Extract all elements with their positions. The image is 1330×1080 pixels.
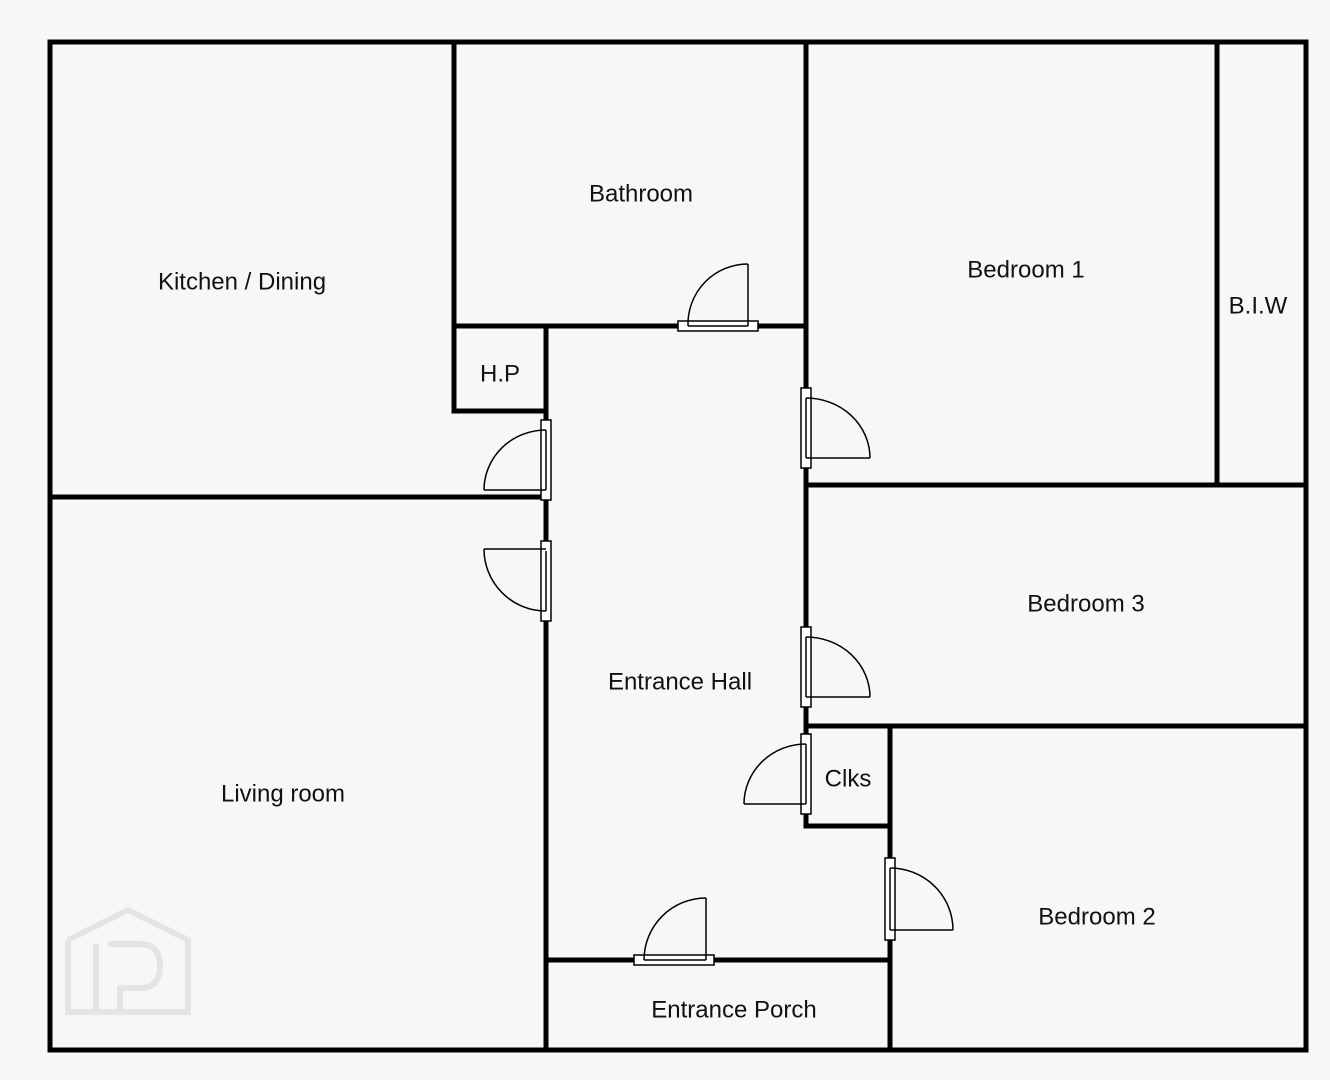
door-kitchen — [483, 419, 552, 501]
door-entrance-porch — [633, 897, 715, 966]
room-label-bedroom-2: Bedroom 2 — [1038, 903, 1155, 930]
door-bathroom — [677, 263, 759, 332]
room-label-clks: Clks — [825, 765, 872, 792]
room-label-bedroom-3: Bedroom 3 — [1027, 590, 1144, 617]
room-label-bedroom-1: Bedroom 1 — [967, 256, 1084, 283]
room-label-entrance-porch: Entrance Porch — [651, 996, 816, 1023]
room-label-entrance-hall: Entrance Hall — [608, 668, 752, 695]
door-living-room — [483, 540, 552, 622]
door-bedroom-2 — [884, 857, 954, 941]
room-label-hp: H.P — [480, 360, 520, 387]
room-label-living-room: Living room — [221, 780, 345, 807]
outer-wall — [47, 39, 1309, 1053]
door-clks — [743, 733, 812, 815]
door-bedroom-1 — [800, 387, 871, 469]
room-label-biw: B.I.W — [1229, 292, 1288, 319]
door-bedroom-3 — [800, 626, 871, 708]
room-label-kitchen-dining: Kitchen / Dining — [158, 268, 326, 295]
room-label-bathroom: Bathroom — [589, 180, 693, 207]
house-logo-icon — [65, 906, 191, 1015]
